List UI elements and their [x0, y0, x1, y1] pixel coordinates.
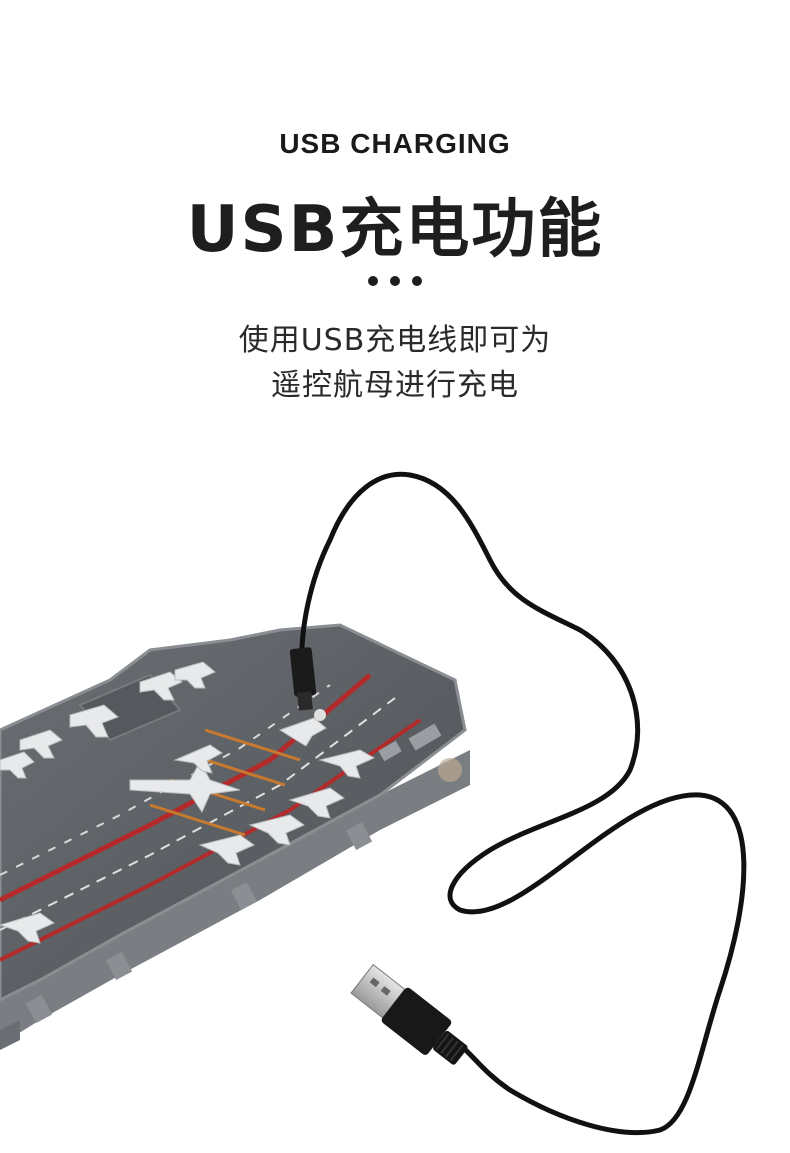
description-line-2: 遥控航母进行充电	[271, 368, 519, 403]
usb-plug	[350, 963, 468, 1065]
page-title: USB充电功能	[186, 193, 604, 267]
subtitle-english: USB CHARGING	[279, 128, 511, 159]
dots-separator-icon	[0, 276, 790, 286]
dot	[412, 276, 422, 286]
description-line-1: 使用USB充电线即可为	[238, 323, 552, 358]
dot	[390, 276, 400, 286]
usb-cable	[289, 471, 747, 1136]
product-photo	[0, 471, 747, 1136]
carrier-deck	[0, 623, 467, 1002]
carrier-hull	[0, 750, 470, 1050]
dot	[368, 276, 378, 286]
